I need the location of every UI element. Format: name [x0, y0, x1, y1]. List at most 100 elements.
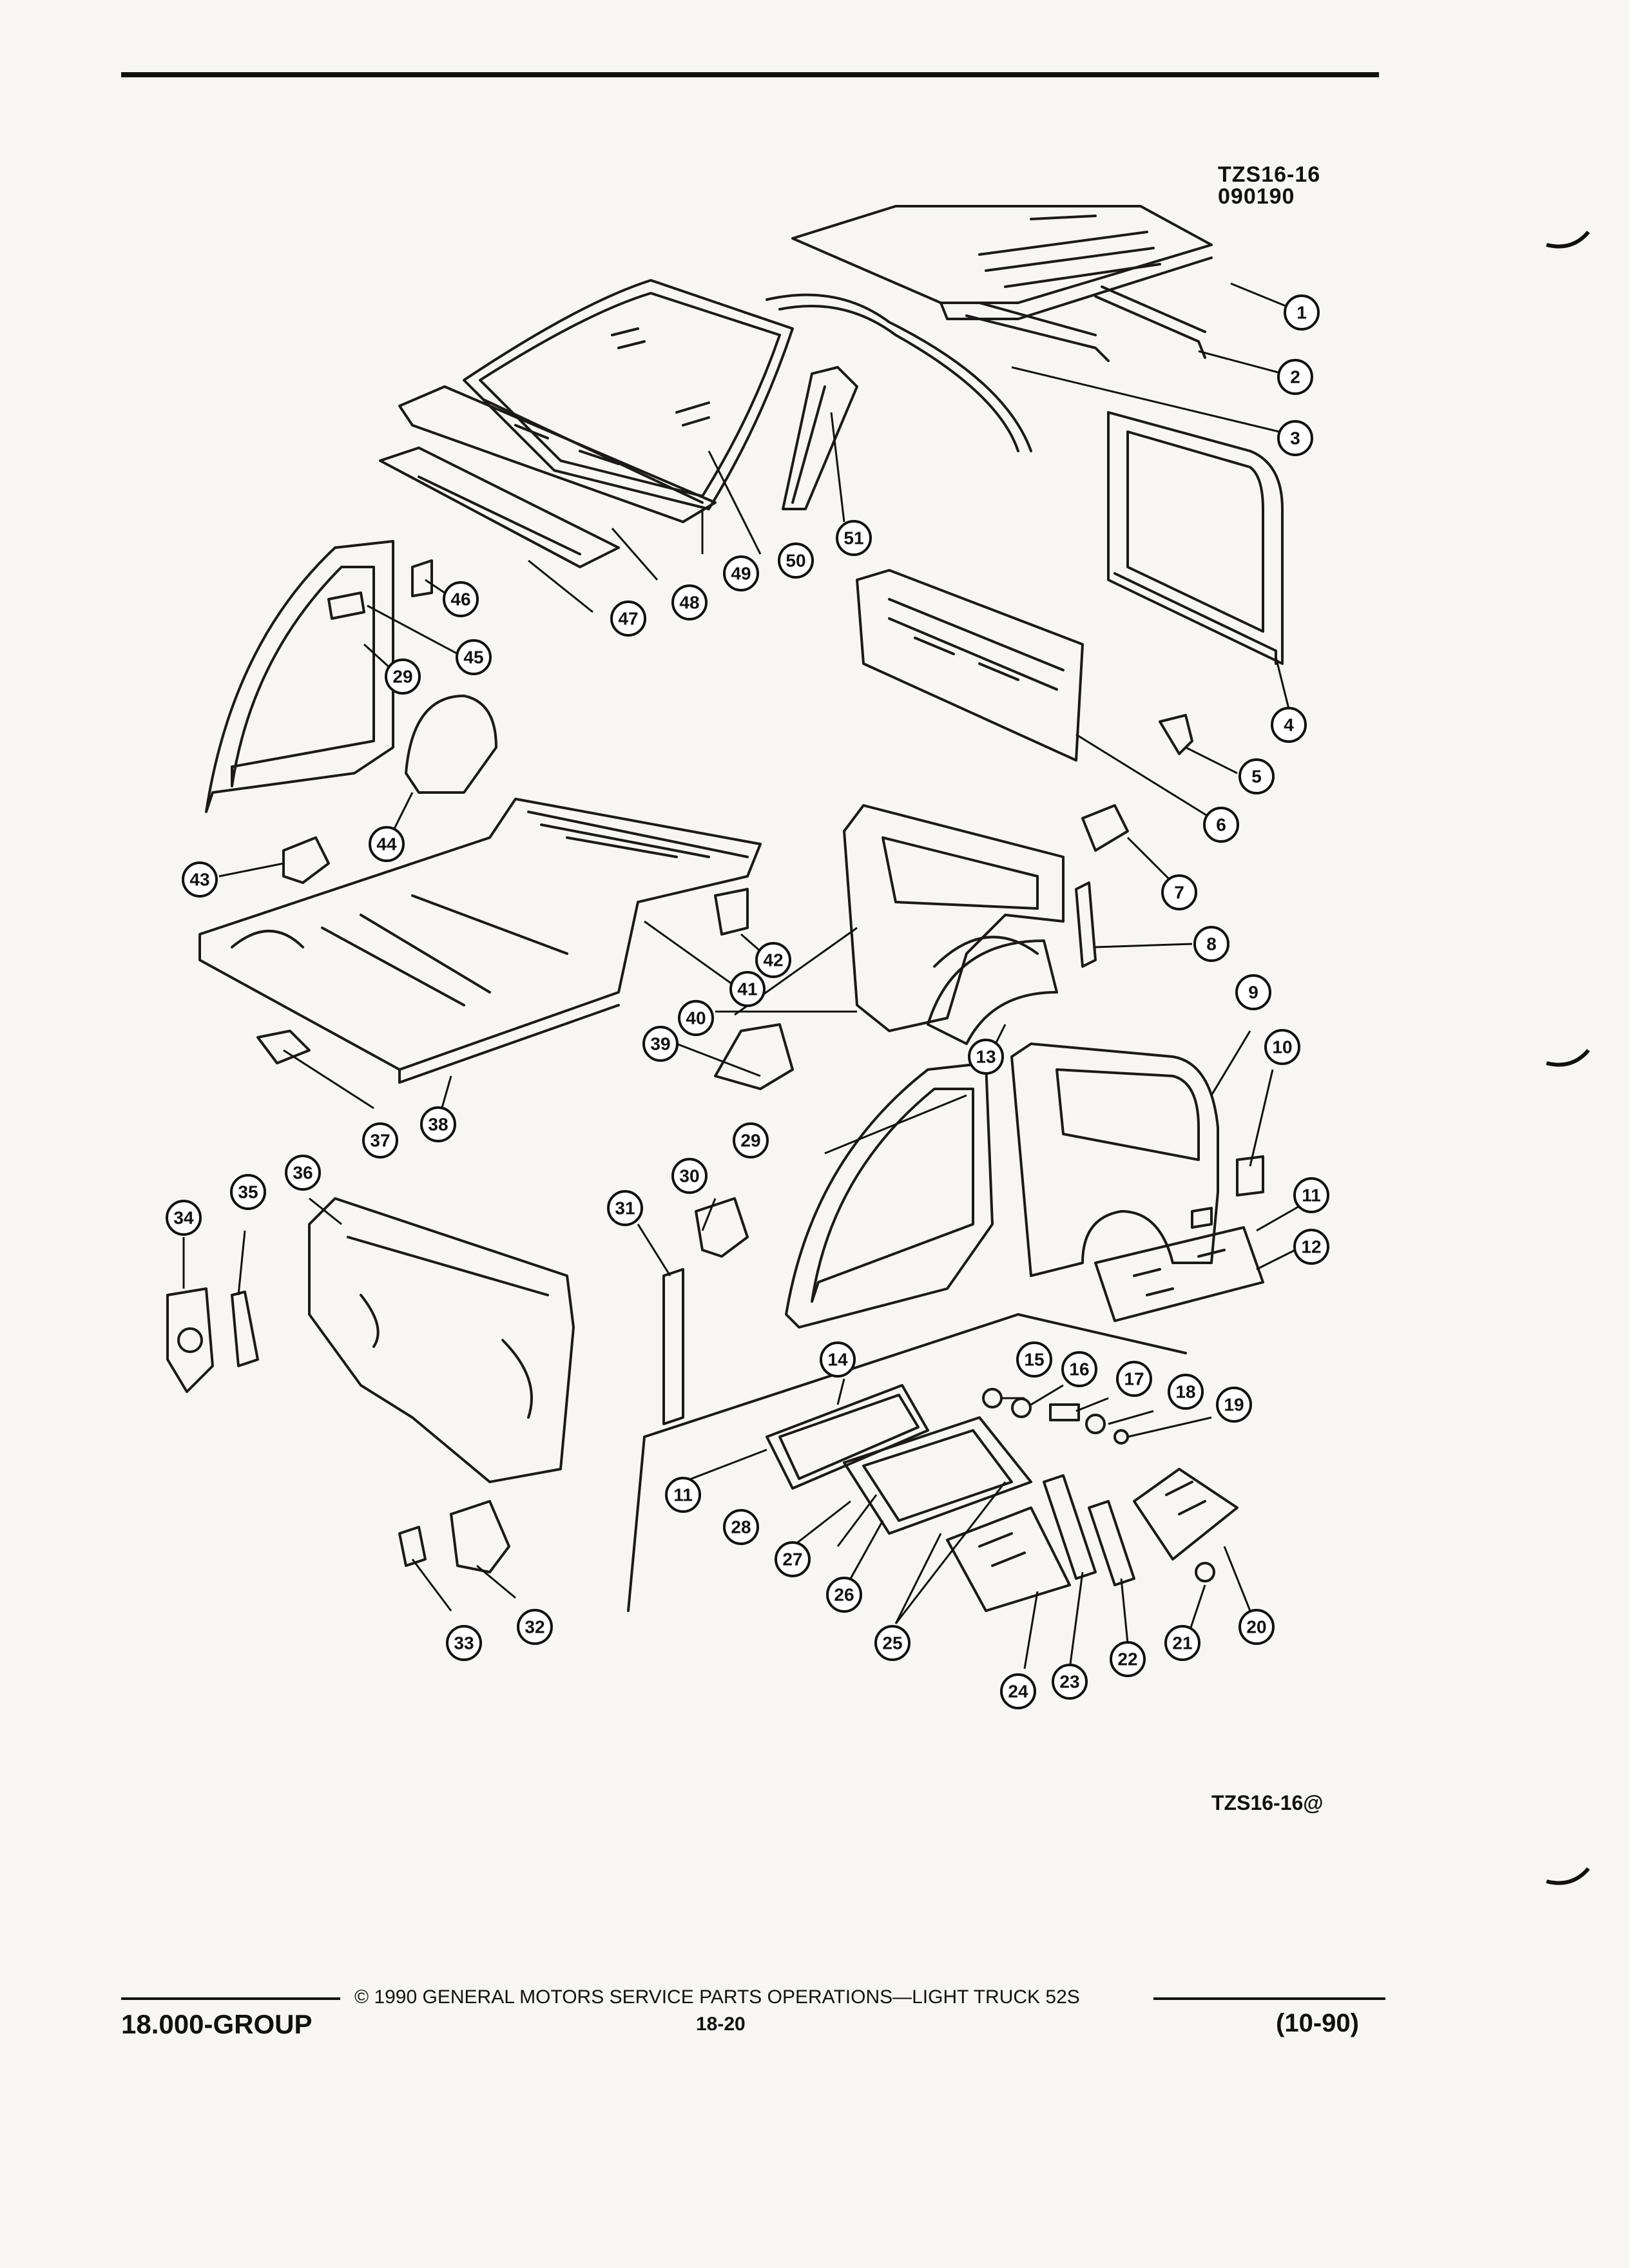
window-group-divider: [643, 1313, 1187, 1438]
diagram-code: TZS16-16 090190: [1218, 164, 1320, 207]
callout-28: 28: [731, 1517, 751, 1537]
margin-mark-1: [1546, 231, 1590, 249]
side-door-frame-drawing: [1107, 411, 1284, 665]
callout-9: 9: [1248, 983, 1258, 1003]
front-wheelhouse-drawing: [405, 695, 497, 794]
callout-3: 3: [1290, 428, 1300, 448]
callout-14: 14: [827, 1350, 848, 1370]
bracket-34-drawing: [166, 1287, 214, 1393]
callout-31: 31: [615, 1198, 635, 1218]
bracket-7-drawing: [1081, 804, 1129, 852]
footer-rule-right: [1153, 1997, 1385, 2000]
callout-34: 34: [173, 1208, 194, 1228]
footer-group: 18.000-GROUP: [121, 2009, 313, 2039]
callout-26: 26: [834, 1585, 854, 1605]
bracket-30-drawing: [695, 1197, 749, 1258]
windshield-drawing: [463, 279, 794, 510]
diagram-code-line2: 090190: [1218, 184, 1295, 209]
callout-43: 43: [189, 870, 209, 890]
callout-10: 10: [1272, 1037, 1292, 1057]
cowl-panels-drawing: [379, 385, 717, 568]
callout-13: 13: [976, 1047, 996, 1067]
callout-44: 44: [376, 834, 397, 854]
callout-16: 16: [1069, 1360, 1089, 1379]
callout-29-upper: 29: [392, 667, 412, 687]
seal-22-drawing: [1088, 1500, 1135, 1586]
roof-panel-drawing: [791, 205, 1213, 320]
callout-11-lower: 11: [673, 1485, 693, 1505]
bracket-8-drawing: [1075, 881, 1097, 968]
nut-19-drawing: [1113, 1429, 1129, 1445]
footer-rule-left: [121, 1997, 340, 2000]
bracket-46-drawing: [411, 559, 433, 597]
callout-23: 23: [1059, 1672, 1079, 1692]
front-door-frame-lower-drawing: [785, 1062, 994, 1329]
callout-48: 48: [679, 593, 699, 613]
callout-51: 51: [843, 528, 863, 548]
callout-21: 21: [1172, 1633, 1192, 1653]
callout-25: 25: [882, 1633, 902, 1653]
margin-mark-3: [1546, 1867, 1590, 1885]
callout-circles: [166, 294, 1329, 1709]
callout-20: 20: [1246, 1617, 1266, 1637]
callout-50: 50: [786, 551, 805, 571]
callout-12: 12: [1301, 1237, 1321, 1257]
callout-30: 30: [679, 1166, 699, 1186]
window-group-leader: [627, 1436, 646, 1612]
callout-22: 22: [1117, 1649, 1137, 1669]
window-glass-24-drawing: [946, 1506, 1071, 1612]
callout-45: 45: [463, 648, 483, 668]
callout-32: 32: [525, 1617, 545, 1637]
callout-36: 36: [293, 1163, 313, 1183]
callout-1: 1: [1296, 303, 1307, 323]
roof-rails-drawing: [766, 285, 1206, 452]
margin-mark-2: [1546, 1049, 1590, 1067]
callout-33: 33: [454, 1633, 474, 1653]
spring-17-drawing: [1049, 1403, 1080, 1421]
callout-18: 18: [1175, 1382, 1195, 1402]
bracket-43-drawing: [282, 836, 330, 884]
callout-6: 6: [1216, 815, 1226, 835]
footer-page-number: 18-20: [696, 2013, 746, 2035]
bracket-37-drawing: [256, 1030, 311, 1064]
callout-27: 27: [782, 1550, 802, 1570]
pillar-drawing: [782, 366, 858, 510]
bracket-39-drawing: [714, 1023, 794, 1090]
callout-47: 47: [618, 609, 638, 629]
callout-15: 15: [1024, 1350, 1044, 1370]
quarter-inner-panel-drawing: [843, 804, 1065, 1032]
callout-46: 46: [450, 590, 470, 610]
side-window-drawing: [1094, 1226, 1264, 1322]
knob-15-drawing: [982, 1388, 1003, 1408]
hinge-pillar-drawing: [662, 1268, 684, 1425]
bracket-33-drawing: [398, 1526, 427, 1567]
callout-24: 24: [1008, 1682, 1028, 1702]
callout-40: 40: [686, 1008, 706, 1028]
callout-35: 35: [238, 1182, 258, 1202]
bracket-42-drawing: [714, 888, 749, 936]
floor-pan-drawing: [198, 798, 762, 1084]
diagram-code-line1: TZS16-16: [1218, 162, 1321, 187]
callout-2: 2: [1290, 367, 1300, 387]
callout-17: 17: [1124, 1369, 1144, 1389]
knob-16-drawing: [1011, 1398, 1032, 1418]
callout-49: 49: [731, 564, 751, 584]
callout-7: 7: [1174, 883, 1184, 903]
bracket-34-hole: [177, 1327, 203, 1353]
rear-panel-drawing: [856, 569, 1084, 762]
bracket-32-drawing: [450, 1500, 510, 1573]
seal-23-drawing: [1043, 1474, 1097, 1580]
sliding-window-drawing: [766, 1384, 929, 1490]
callout-41: 41: [737, 979, 757, 999]
footer-date: (10-90): [1276, 2009, 1359, 2037]
bracket-45-drawing: [327, 591, 365, 620]
callout-37: 37: [370, 1131, 390, 1151]
callout-5: 5: [1251, 767, 1262, 787]
callout-39: 39: [650, 1034, 670, 1054]
callout-19: 19: [1224, 1395, 1244, 1415]
callout-29-lower: 29: [740, 1131, 760, 1151]
callout-11: 11: [1302, 1186, 1321, 1206]
window-frame-drawing: [843, 1416, 1032, 1535]
figure-id: TZS16-16@: [1211, 1791, 1324, 1814]
